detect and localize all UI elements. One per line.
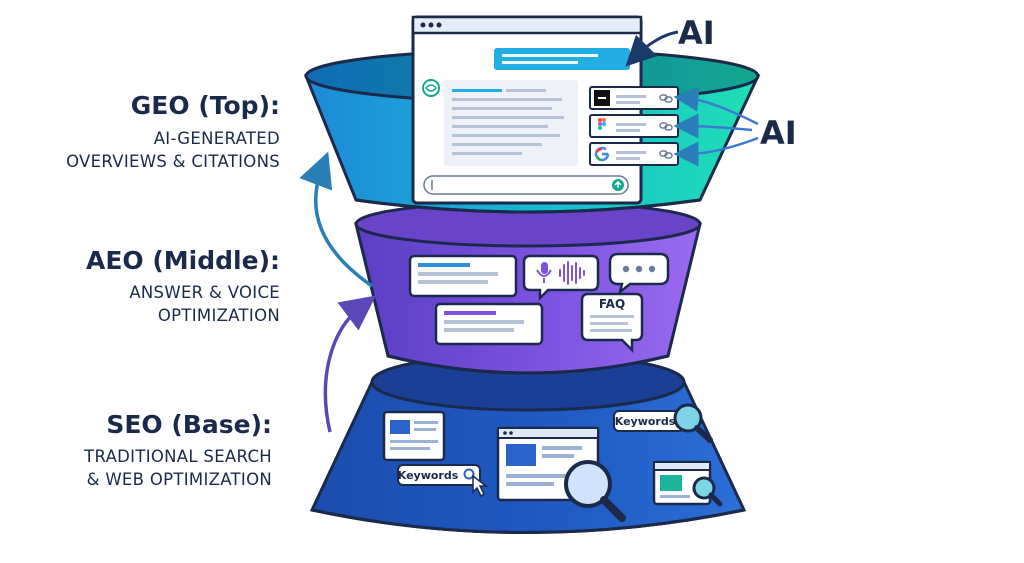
citation-card-2: [589, 114, 679, 138]
magnifier-teal-icon: [673, 403, 713, 443]
keyword-tag-2: Keywords: [615, 415, 676, 428]
google-logo-icon: [594, 146, 610, 162]
keyword-search-bar-1: Keywords: [397, 464, 481, 486]
sound-wave-icon: [559, 261, 585, 285]
aeo-title: AEO (Middle):: [86, 246, 280, 275]
seo-subtitle-line2: & WEB OPTIMIZATION: [86, 470, 272, 489]
ai-label-top: AI: [678, 14, 715, 52]
cursor-icon: [472, 474, 489, 498]
arrow-seo-to-aeo: [323, 295, 376, 433]
link-icon: [659, 122, 673, 131]
figma-logo-icon: [598, 118, 606, 130]
link-icon: [659, 150, 673, 159]
keyword-search-bar-2: Keywords: [613, 410, 685, 432]
voice-bubble: [522, 254, 600, 302]
answer-card-1: [408, 254, 518, 298]
citation-card-1: [589, 86, 679, 110]
geo-subtitle-line1: AI-GENERATED: [153, 129, 280, 148]
seo-title: SEO (Base):: [106, 410, 272, 439]
faq-label: FAQ: [599, 297, 625, 311]
geo-title: GEO (Top):: [130, 91, 280, 120]
arrow-ai-to-citation-2: [673, 113, 753, 139]
answer-card-2: [434, 302, 544, 346]
prompt-bubble: [494, 48, 630, 70]
seo-tier: Keywords Keywords: [309, 352, 747, 534]
citation-card-3: [589, 142, 679, 166]
aeo-subtitle-line1: ANSWER & VOICE: [129, 283, 280, 302]
arrow-aeo-to-geo: [299, 151, 373, 288]
geo-tier: [303, 15, 761, 214]
faq-bubble: FAQ: [580, 292, 644, 354]
aeo-subtitle-line2: OPTIMIZATION: [157, 306, 280, 325]
chat-input: [423, 175, 629, 195]
aeo-tier: FAQ: [354, 200, 702, 375]
microphone-icon: [536, 262, 552, 283]
ai-overview-window: [411, 15, 679, 205]
ai-assistant-icon: [422, 79, 440, 97]
arrow-ai-to-citation-1: [673, 86, 759, 126]
typing-bubble: [608, 252, 670, 296]
seo-subtitle-line1: TRADITIONAL SEARCH: [84, 447, 272, 466]
keyword-tag-1: Keywords: [398, 469, 459, 482]
magnifier-icon: [564, 460, 626, 522]
magnifier-small-icon: [692, 476, 723, 507]
web-page-icon: [382, 410, 446, 462]
arrow-ai-to-prompt: [625, 30, 679, 67]
ai-label-side: AI: [760, 114, 797, 152]
geo-subtitle-line2: OVERVIEWS & CITATIONS: [66, 152, 280, 171]
arrow-ai-to-citation-3: [673, 136, 759, 167]
link-icon: [659, 94, 673, 103]
